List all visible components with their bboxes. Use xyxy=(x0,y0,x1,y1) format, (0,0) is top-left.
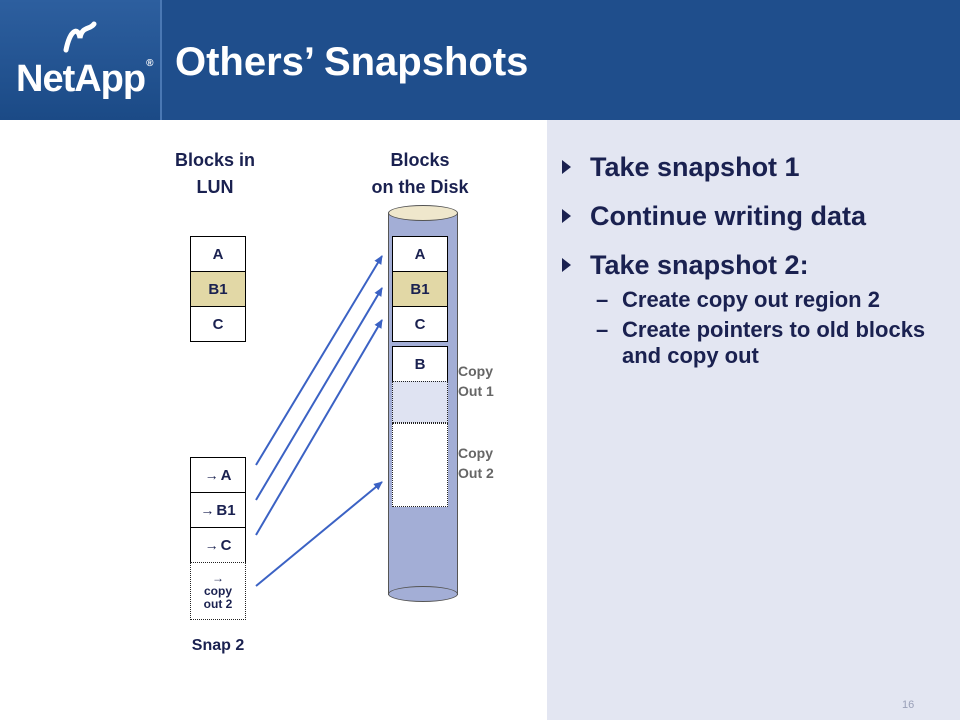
logo-panel: NetApp® xyxy=(0,0,160,120)
pointer-arrow-icon: → xyxy=(204,467,219,483)
pointer-arrow-a xyxy=(255,255,383,466)
lun-block-b1: B1 xyxy=(190,271,246,307)
snapshot-label: Snap 2 xyxy=(191,637,245,654)
disk-cylinder-bottom xyxy=(388,586,458,602)
header-bar: NetApp® Others’ Snapshots xyxy=(0,0,960,120)
disk-cylinder-top xyxy=(388,205,458,221)
netapp-logo: NetApp® xyxy=(16,58,154,100)
snapshot-pointer-c: →C xyxy=(190,527,246,563)
pointer-arrow-copy-out xyxy=(255,481,383,587)
bullet-panel xyxy=(547,120,960,720)
pointer-arrow-icon: → xyxy=(200,502,215,518)
copy-out-1-region xyxy=(392,381,448,423)
triangle-bullet-icon xyxy=(562,160,571,174)
pointer-arrow-b1 xyxy=(255,287,383,501)
snapshot-pointer-b1: →B1 xyxy=(190,492,246,528)
netapp-mark-icon xyxy=(63,21,97,53)
sub-bullet-item: –Create pointers to old blocks and copy … xyxy=(596,317,926,368)
sub-bullet-item: –Create copy out region 2 xyxy=(596,287,880,312)
pointer-arrow-icon: → xyxy=(212,570,224,585)
lun-block-c: C xyxy=(190,306,246,342)
triangle-bullet-icon xyxy=(562,209,571,223)
snapshot-pointer-a: →A xyxy=(190,457,246,493)
bullet-item: Take snapshot 2: xyxy=(562,250,952,281)
slide-title: Others’ Snapshots xyxy=(175,40,529,84)
bullet-item: Continue writing data xyxy=(562,201,952,232)
header-divider xyxy=(160,0,162,120)
triangle-bullet-icon xyxy=(562,258,571,272)
pointer-arrow-icon: → xyxy=(204,537,219,553)
disk-block-c: C xyxy=(392,306,448,342)
snapshot-pointer-copy-out-2: → copy out 2 xyxy=(190,562,246,620)
bullet-item: Take snapshot 1 xyxy=(562,152,952,183)
page-number: 16 xyxy=(902,699,915,711)
pointer-arrow-c xyxy=(255,319,383,536)
bullet-list: Take snapshot 1 Continue writing data Ta… xyxy=(562,152,952,369)
copy-out-2-region xyxy=(392,423,448,507)
